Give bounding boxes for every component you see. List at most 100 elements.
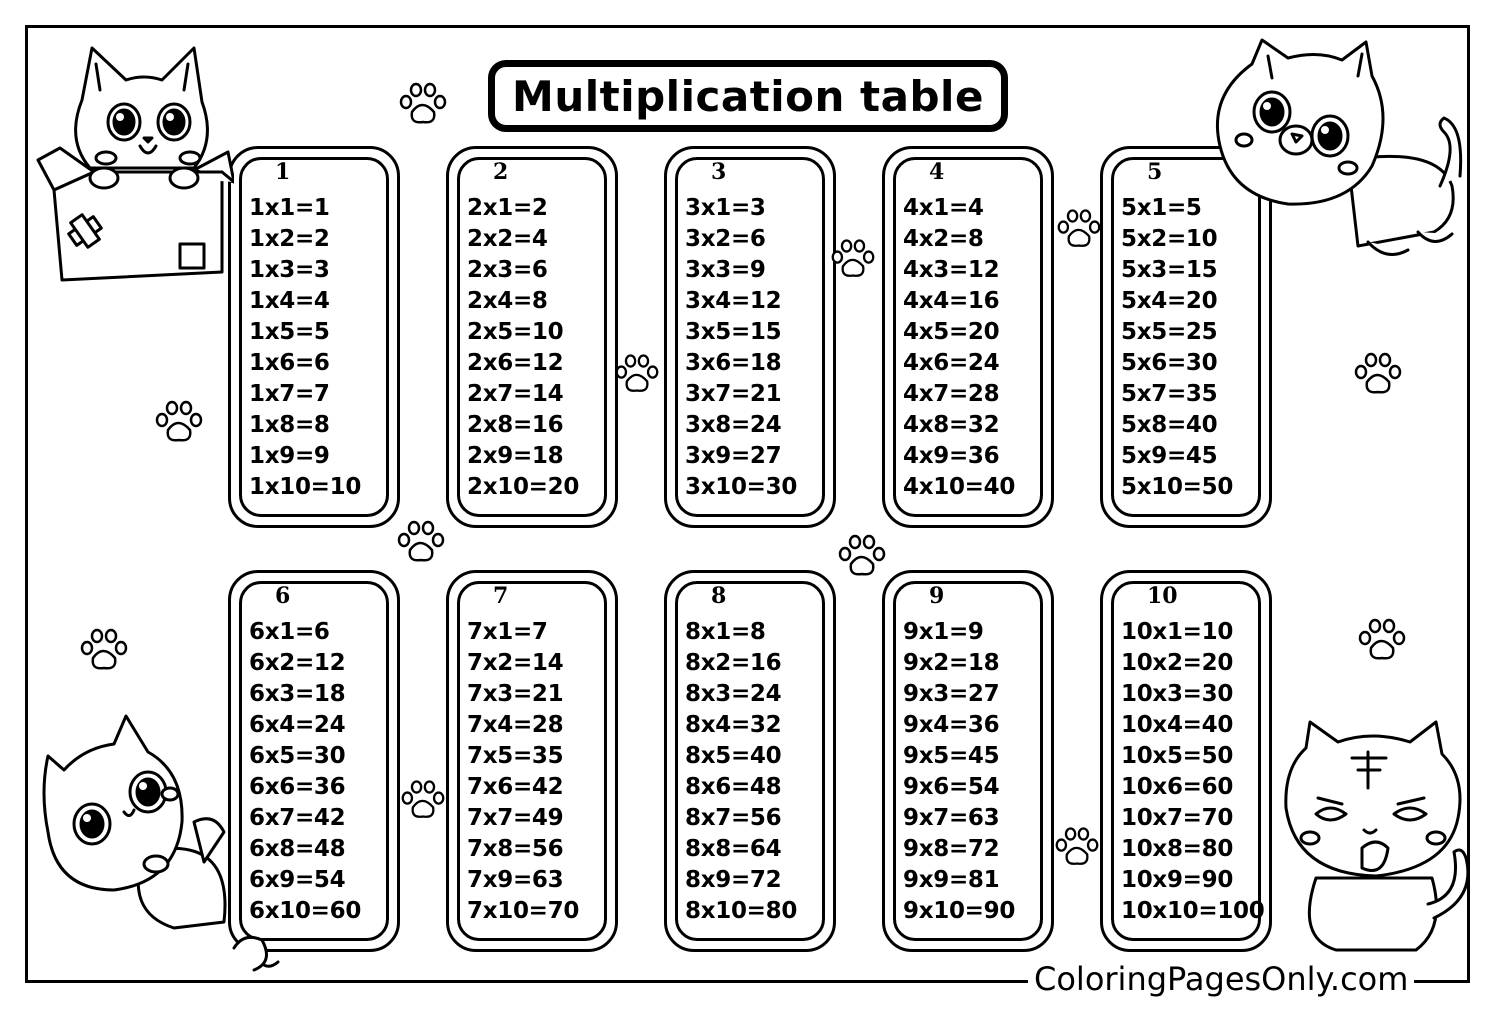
table-row: 5x5=25 — [1121, 319, 1218, 345]
card-inner-border — [893, 157, 1043, 517]
table-row: 4x4=16 — [903, 288, 1000, 314]
table-row: 5x6=30 — [1121, 350, 1218, 376]
table-heading: 8 — [711, 583, 727, 609]
table-row: 10x4=40 — [1121, 712, 1234, 738]
table-row: 5x9=45 — [1121, 443, 1218, 469]
table-row: 7x1=7 — [467, 619, 548, 645]
table-row: 7x7=49 — [467, 805, 564, 831]
paw-print-icon — [1356, 616, 1408, 662]
table-row: 7x9=63 — [467, 867, 564, 893]
table-row: 8x7=56 — [685, 805, 782, 831]
table-row: 9x1=9 — [903, 619, 984, 645]
card-inner-border — [239, 581, 389, 941]
cat-bottom-left-icon — [34, 712, 284, 982]
table-row: 5x4=20 — [1121, 288, 1218, 314]
table-row: 4x6=24 — [903, 350, 1000, 376]
table-row: 1x2=2 — [249, 226, 330, 252]
footer-watermark: ColoringPagesOnly.com — [1028, 960, 1415, 998]
table-row: 3x8=24 — [685, 412, 782, 438]
table-row: 10x1=10 — [1121, 619, 1234, 645]
table-row: 3x7=21 — [685, 381, 782, 407]
table-row: 9x5=45 — [903, 743, 1000, 769]
table-row: 1x5=5 — [249, 319, 330, 345]
table-row: 10x10=100 — [1121, 898, 1265, 924]
cat-in-box-icon — [34, 40, 234, 285]
table-row: 1x6=6 — [249, 350, 330, 376]
table-row: 4x2=8 — [903, 226, 984, 252]
table-row: 1x4=4 — [249, 288, 330, 314]
table-row: 8x3=24 — [685, 681, 782, 707]
table-row: 7x2=14 — [467, 650, 564, 676]
card-inner-border — [457, 581, 607, 941]
table-row: 10x7=70 — [1121, 805, 1234, 831]
table-row: 6x3=18 — [249, 681, 346, 707]
table-row: 3x6=18 — [685, 350, 782, 376]
table-row: 5x10=50 — [1121, 474, 1234, 500]
table-heading: 10 — [1147, 583, 1178, 609]
table-row: 3x9=27 — [685, 443, 782, 469]
table-row: 5x1=5 — [1121, 195, 1202, 221]
table-heading: 4 — [929, 159, 945, 185]
cat-bottom-right-icon — [1276, 718, 1476, 958]
table-row: 3x2=6 — [685, 226, 766, 252]
table-row: 3x4=12 — [685, 288, 782, 314]
table-row: 9x8=72 — [903, 836, 1000, 862]
table-row: 9x10=90 — [903, 898, 1016, 924]
table-row: 7x5=35 — [467, 743, 564, 769]
table-row: 5x2=10 — [1121, 226, 1218, 252]
table-row: 7x8=56 — [467, 836, 564, 862]
table-row: 8x2=16 — [685, 650, 782, 676]
paw-print-icon — [1056, 206, 1102, 250]
paw-print-icon — [396, 518, 446, 564]
table-heading: 7 — [493, 583, 509, 609]
paw-print-icon — [1352, 350, 1404, 396]
table-row: 1x1=1 — [249, 195, 330, 221]
table-row: 2x8=16 — [467, 412, 564, 438]
table-row: 2x3=6 — [467, 257, 548, 283]
table-row: 5x3=15 — [1121, 257, 1218, 283]
page-border — [25, 25, 1470, 983]
table-row: 8x1=8 — [685, 619, 766, 645]
table-heading: 2 — [493, 159, 509, 185]
table-row: 7x10=70 — [467, 898, 580, 924]
table-heading: 6 — [275, 583, 291, 609]
card-inner-border — [675, 581, 825, 941]
table-heading: 9 — [929, 583, 945, 609]
table-row: 3x1=3 — [685, 195, 766, 221]
table-row: 2x9=18 — [467, 443, 564, 469]
table-row: 9x2=18 — [903, 650, 1000, 676]
table-row: 6x9=54 — [249, 867, 346, 893]
card-inner-border — [1111, 581, 1261, 941]
table-row: 4x7=28 — [903, 381, 1000, 407]
table-row: 10x6=60 — [1121, 774, 1234, 800]
table-row: 3x10=30 — [685, 474, 798, 500]
table-row: 10x8=80 — [1121, 836, 1234, 862]
table-row: 6x1=6 — [249, 619, 330, 645]
table-row: 4x1=4 — [903, 195, 984, 221]
card-inner-border — [893, 581, 1043, 941]
paw-print-icon — [398, 80, 448, 126]
table-row: 1x8=8 — [249, 412, 330, 438]
page-title: Multiplication table — [512, 71, 984, 121]
table-row: 4x10=40 — [903, 474, 1016, 500]
table-row: 2x2=4 — [467, 226, 548, 252]
paw-print-icon — [400, 776, 446, 822]
table-row: 6x5=30 — [249, 743, 346, 769]
table-row: 6x2=12 — [249, 650, 346, 676]
card-inner-border — [1111, 157, 1261, 517]
table-row: 8x9=72 — [685, 867, 782, 893]
table-row: 2x5=10 — [467, 319, 564, 345]
table-row: 9x3=27 — [903, 681, 1000, 707]
table-row: 2x1=2 — [467, 195, 548, 221]
